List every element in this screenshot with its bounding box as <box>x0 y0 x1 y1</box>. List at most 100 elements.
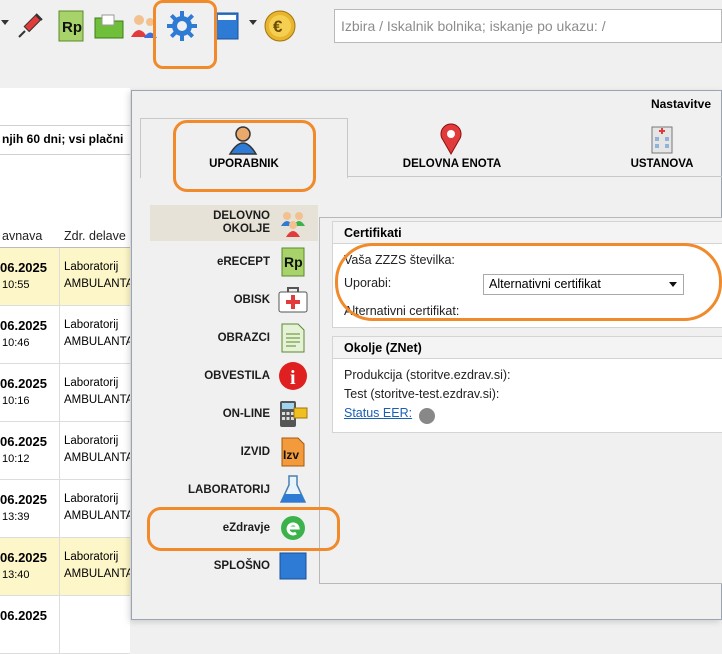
row-ambulanta: AMBULANTA <box>64 336 130 348</box>
row-date: 06.2025 <box>0 260 47 275</box>
hospital-icon <box>651 126 673 154</box>
svg-text:Rp: Rp <box>284 254 303 270</box>
row-separator <box>59 248 60 305</box>
alternativni-certifikat-label: Alternativni certifikat: <box>344 304 460 318</box>
blue-square-icon <box>278 551 308 581</box>
row-ambulanta: AMBULANTA <box>64 278 130 290</box>
nav-izvid-label: IZVID <box>240 445 270 458</box>
uporabi-label: Uporabi: <box>344 276 392 290</box>
row-time: 13:39 <box>2 511 30 523</box>
nav-erecept[interactable]: eRECEPT Rp <box>150 244 318 280</box>
row-date: 06.2025 <box>0 608 47 623</box>
nav-on-line[interactable]: ON-LINE <box>150 396 318 432</box>
dialog-title: Nastavitve <box>650 97 711 111</box>
nav-splosno-label: SPLOŠNO <box>213 559 270 572</box>
list-row[interactable]: 06.2025 10:46 Laboratorij AMBULANTA <box>0 306 130 364</box>
list-row[interactable]: 06.2025 13:40 Laboratorij AMBULANTA <box>0 538 130 596</box>
row-ambulanta: AMBULANTA <box>64 510 130 522</box>
tab-ustanova[interactable]: USTANOVA <box>602 121 722 176</box>
window-icon[interactable] <box>210 8 244 44</box>
list-row[interactable]: 06.2025 13:39 Laboratorij AMBULANTA <box>0 480 130 538</box>
tab-uporabnik-label: UPORABNIK <box>209 158 279 170</box>
prescription-rp-icon[interactable]: Rp <box>54 8 88 44</box>
toolbar-dropdown-arrow[interactable] <box>1 20 9 25</box>
row-separator <box>59 422 60 479</box>
tab-delovna-enota-label: DELOVNA ENOTA <box>402 158 502 170</box>
row-date: 06.2025 <box>0 434 47 449</box>
okolje-group: Okolje (ZNet) Produkcija (storitve.ezdra… <box>332 336 722 433</box>
okolje-title: Okolje (ZNet) <box>333 337 722 359</box>
status-eer-link[interactable]: Status EER: <box>344 406 413 420</box>
certifikati-group: Certifikati Vaša ZZZS številka: Uporabi:… <box>332 221 722 328</box>
list-row[interactable]: 06.2025 10:12 Laboratorij AMBULANTA <box>0 422 130 480</box>
nav-ezdravje[interactable]: eZdravje <box>150 510 318 546</box>
document-icon <box>278 323 308 353</box>
nav-laboratorij-label: LABORATORIJ <box>188 483 270 496</box>
column-header-zdr-delavec[interactable]: Zdr. delave <box>64 229 126 243</box>
row-lab: Laboratorij <box>64 551 119 563</box>
test-label: Test (storitve-test.ezdrav.si): <box>344 387 500 401</box>
nav-obisk[interactable]: OBISK <box>150 282 318 318</box>
tab-delovna-enota[interactable]: DELOVNA ENOTA <box>377 121 527 176</box>
list-row[interactable]: 06.2025 10:16 Laboratorij AMBULANTA <box>0 364 130 422</box>
row-date: 06.2025 <box>0 550 47 565</box>
nav-erecept-label: eRECEPT <box>216 255 270 268</box>
row-time: 10:16 <box>2 395 30 407</box>
svg-text:€: € <box>273 17 283 36</box>
user-icon <box>228 126 258 155</box>
uporabi-select-value: Alternativni certifikat <box>489 277 601 291</box>
flask-icon <box>278 475 308 505</box>
svg-text:i: i <box>290 367 296 389</box>
row-ambulanta: AMBULANTA <box>64 568 130 580</box>
main-toolbar: Rp <box>0 0 722 60</box>
row-separator <box>59 306 60 363</box>
ezdravje-logo-icon <box>278 513 308 543</box>
tab-bar-line <box>346 176 722 177</box>
nav-splosno[interactable]: SPLOŠNO <box>150 548 318 584</box>
row-separator <box>59 364 60 421</box>
settings-content-panel: Certifikati Vaša ZZZS številka: Uporabi:… <box>319 217 722 584</box>
list-row[interactable]: 06.2025 10:55 Laboratorij AMBULANTA <box>0 248 130 306</box>
nav-obrazci[interactable]: OBRAZCI <box>150 320 318 356</box>
nav-obisk-label: OBISK <box>233 293 270 306</box>
row-separator <box>59 596 60 653</box>
row-date: 06.2025 <box>0 318 47 333</box>
produkcija-label: Produkcija (storitve.ezdrav.si): <box>344 368 511 382</box>
window-dropdown-arrow[interactable] <box>249 20 257 25</box>
row-date: 06.2025 <box>0 492 47 507</box>
svg-text:Rp: Rp <box>62 19 82 36</box>
syringe-icon[interactable] <box>13 8 47 44</box>
prescription-icon: Rp <box>278 247 308 277</box>
folder-icon[interactable] <box>92 8 126 44</box>
row-lab: Laboratorij <box>64 261 119 273</box>
nav-izvid[interactable]: IZVID Izv <box>150 434 318 470</box>
nav-obvestila[interactable]: OBVESTILA i <box>150 358 318 394</box>
info-icon: i <box>278 361 308 391</box>
nav-laboratorij[interactable]: LABORATORIJ <box>150 472 318 508</box>
list-row[interactable]: 06.2025 <box>0 596 130 654</box>
uporabi-select[interactable]: Alternativni certifikat <box>483 274 684 295</box>
tab-ustanova-label: USTANOVA <box>630 158 694 170</box>
row-lab: Laboratorij <box>64 377 119 389</box>
people-icon <box>278 208 308 238</box>
report-izv-icon: Izv <box>278 437 308 467</box>
tab-uporabnik[interactable]: UPORABNIK <box>140 118 348 178</box>
settings-gear-icon[interactable] <box>165 8 199 44</box>
row-lab: Laboratorij <box>64 435 119 447</box>
nav-ezdravje-label: eZdravje <box>222 521 270 534</box>
row-ambulanta: AMBULANTA <box>64 452 130 464</box>
nav-obrazci-label: OBRAZCI <box>217 331 270 344</box>
chevron-down-icon <box>669 282 677 287</box>
column-header-obravnava[interactable]: avnava <box>2 229 43 243</box>
patient-search-input[interactable]: Izbira / Iskalnik bolnika; iskanje po uk… <box>334 9 722 43</box>
row-lab: Laboratorij <box>64 493 119 505</box>
nav-obvestila-label: OBVESTILA <box>204 369 270 382</box>
users-icon[interactable] <box>127 8 161 44</box>
list-header: avnava Zdr. delave <box>0 225 130 248</box>
card-terminal-icon <box>278 399 308 429</box>
settings-dialog: Nastavitve UPORABNIK DELOVNA ENOTA USTAN… <box>131 90 722 620</box>
euro-icon[interactable]: € <box>263 8 297 44</box>
row-lab: Laboratorij <box>64 319 119 331</box>
